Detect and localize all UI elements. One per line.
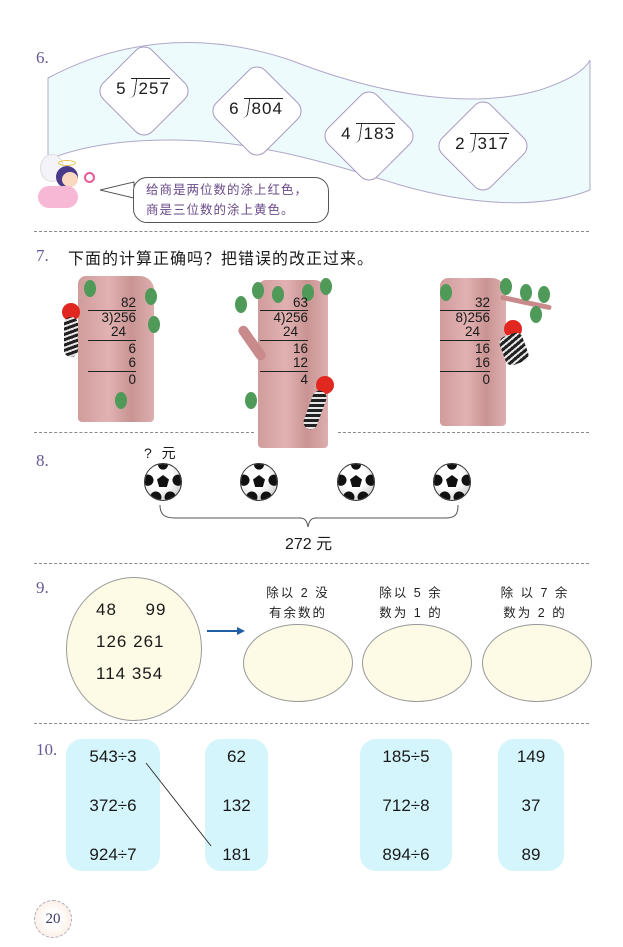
- long-division-1[interactable]: 82 3)256 24 6 6 0: [88, 296, 136, 387]
- target-ellipse-1[interactable]: [243, 624, 353, 702]
- dividend: 804: [243, 98, 283, 119]
- arrow-right-icon: [207, 627, 245, 635]
- number-chip[interactable]: 48: [96, 600, 117, 619]
- leaf-icon: [302, 284, 314, 301]
- target-label-3: 除 以 7 余 数为 2 的: [500, 586, 570, 620]
- expression-item[interactable]: 712÷8: [382, 796, 430, 815]
- result-item[interactable]: 149: [516, 747, 546, 766]
- divisor: 6: [229, 99, 240, 118]
- leaf-icon: [235, 296, 247, 313]
- source-numbers-ellipse: [66, 577, 202, 721]
- number-chip[interactable]: 114: [96, 664, 127, 683]
- section-divider: [34, 231, 589, 232]
- fairy-angel-icon: [34, 152, 100, 216]
- leaf-icon: [440, 284, 452, 301]
- leaf-icon: [538, 286, 550, 303]
- expression-item[interactable]: 372÷6: [89, 796, 137, 815]
- section-divider: [338, 432, 589, 433]
- divisor: 5: [116, 79, 127, 98]
- number-chip[interactable]: 354: [131, 664, 164, 683]
- leaf-icon: [320, 278, 332, 295]
- question-8-number: 8.: [36, 451, 49, 470]
- result-card-1: 62 132 181: [205, 739, 268, 871]
- result-item[interactable]: 62: [227, 747, 246, 766]
- leaf-icon: [245, 392, 257, 409]
- result-item[interactable]: 181: [222, 845, 251, 864]
- hint-speech-bubble: 给商是两位数的涂上红色， 商是三位数的涂上黄色。: [133, 177, 329, 223]
- target-label-1: 除以 2 没 有余数的: [266, 586, 330, 620]
- long-division-3[interactable]: 32 8)256 24 16 16 0: [440, 296, 490, 387]
- leaf-icon: [520, 284, 532, 301]
- section-divider: [34, 432, 254, 433]
- section-divider: [34, 723, 589, 724]
- question-6-number: 6.: [36, 48, 49, 67]
- expression-item[interactable]: 185÷5: [382, 747, 430, 766]
- tree-trunk-3: [440, 278, 506, 426]
- section-divider: [34, 563, 589, 564]
- number-chip[interactable]: 99: [145, 600, 167, 619]
- match-line: [145, 762, 212, 847]
- soccer-ball-icon: [337, 463, 375, 501]
- number-chip[interactable]: 126: [96, 632, 128, 651]
- result-item[interactable]: 89: [521, 845, 541, 864]
- question-7-prompt: 下面的计算正确吗？把错误的改正过来。: [68, 251, 375, 268]
- soccer-ball-icon: [433, 463, 471, 501]
- expression-item[interactable]: 543÷3: [89, 747, 137, 766]
- source-numbers: 48 99 126 261 114 354: [96, 594, 166, 690]
- bubble-line-2: 商是三位数的涂上黄色。: [146, 203, 295, 217]
- target-ellipse-3[interactable]: [482, 624, 592, 702]
- leaf-icon: [272, 286, 284, 303]
- unknown-price-label: ? 元: [144, 445, 179, 461]
- question-10-number: 10.: [36, 740, 58, 759]
- leaf-icon: [252, 282, 264, 299]
- dividend: 183: [355, 123, 395, 144]
- expression-item[interactable]: 894÷6: [382, 845, 430, 864]
- target-label-2: 除以 5 余 数为 1 的: [379, 586, 443, 620]
- expression-card-1: 543÷3 372÷6 924÷7: [66, 739, 160, 871]
- result-card-2: 149 37 89: [498, 739, 564, 871]
- leaf-icon: [84, 280, 96, 297]
- dividend: 257: [130, 78, 170, 99]
- page-number-badge: 20: [34, 900, 72, 938]
- number-chip[interactable]: 261: [133, 632, 165, 651]
- target-ellipse-2[interactable]: [362, 624, 472, 702]
- leaf-icon: [145, 288, 157, 305]
- soccer-ball-icon: [144, 463, 182, 501]
- leaf-icon: [530, 306, 542, 323]
- leaf-icon: [115, 392, 127, 409]
- brace-icon: [159, 504, 459, 528]
- result-item[interactable]: 132: [222, 796, 251, 815]
- divisor: 2: [455, 134, 466, 153]
- question-9-number: 9.: [36, 578, 49, 597]
- dividend: 317: [469, 133, 509, 154]
- expression-item[interactable]: 924÷7: [89, 845, 137, 864]
- leaf-icon: [500, 278, 512, 295]
- result-item[interactable]: 37: [521, 796, 541, 815]
- expression-card-2: 185÷5 712÷8 894÷6: [360, 739, 452, 871]
- leaf-icon: [148, 316, 160, 333]
- long-division-2[interactable]: 63 4)256 24 16 12 4: [260, 296, 308, 387]
- divisor: 4: [341, 124, 352, 143]
- bubble-line-1: 给商是两位数的涂上红色，: [146, 183, 309, 197]
- soccer-ball-icon: [240, 463, 278, 501]
- question-7-number: 7.: [36, 246, 49, 265]
- total-price-label: 272 元: [285, 536, 333, 553]
